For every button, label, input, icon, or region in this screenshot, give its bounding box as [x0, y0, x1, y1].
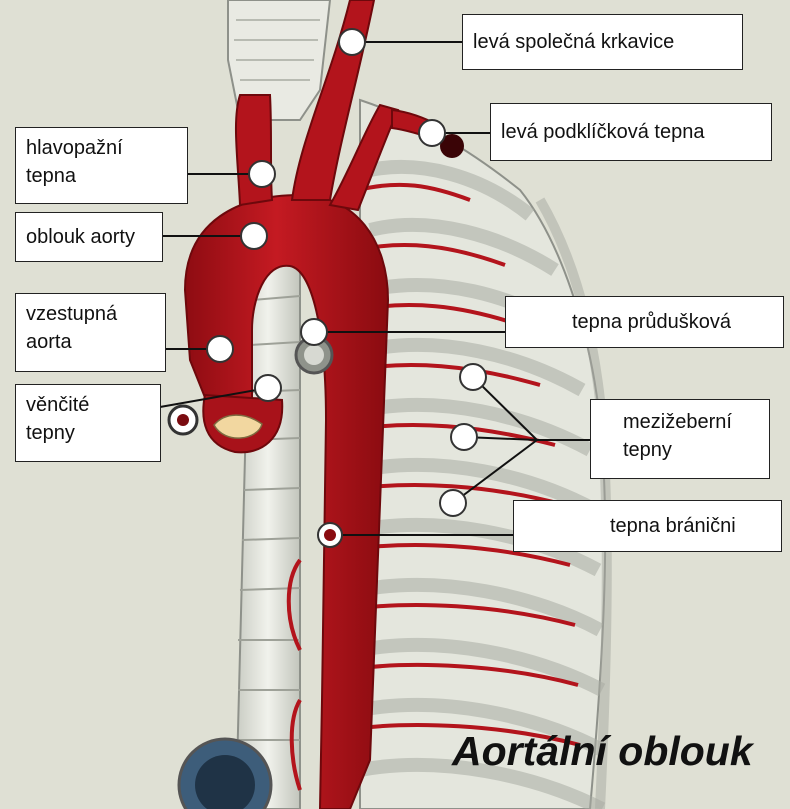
dot-leva-spolecna-krkavice: [339, 29, 365, 55]
dot-branicni: [318, 523, 342, 547]
dot-hlavopazni: [249, 161, 275, 187]
label-text: levá podklíčková tepna: [501, 108, 761, 156]
label-text-line2: tepny: [26, 419, 150, 447]
label-hlavopazni-tepna: hlavopažní tepna: [15, 127, 188, 204]
label-leva-podklickova-tepna: levá podklíčková tepna: [490, 103, 772, 161]
dot-mezizeberni-1: [460, 364, 486, 390]
label-text: levá společná krkavice: [473, 19, 732, 65]
label-tepna-branicni: tepna bránični: [513, 500, 782, 552]
label-vzestupna-aorta: vzestupná aorta: [15, 293, 166, 372]
label-text-line2: tepna: [26, 162, 177, 190]
label-leva-spolecna-krkavice: levá společná krkavice: [462, 14, 743, 70]
dot-vencite: [255, 375, 281, 401]
label-text-line2: tepny: [623, 436, 759, 464]
dot-vzestupna-aorta: [207, 336, 233, 362]
label-text: tepna bránični: [610, 505, 771, 547]
label-text-line1: mezižeberní: [623, 408, 759, 436]
label-text-line2: aorta: [26, 328, 155, 356]
label-oblouk-aorty: oblouk aorty: [15, 212, 163, 262]
dot-mezizeberni-2: [451, 424, 477, 450]
label-vencite-tepny: věnčité tepny: [15, 384, 161, 462]
label-text-line1: hlavopažní: [26, 134, 177, 162]
label-mezizeberni-tepny: mezižeberní tepny: [590, 399, 770, 479]
diagram-title: Aortální oblouk: [452, 728, 753, 775]
label-tepna-pruduskova: tepna průdušková: [505, 296, 784, 348]
coronary-ring: [169, 406, 197, 434]
label-text-line1: věnčité: [26, 391, 150, 419]
dot-leva-podklickova: [419, 120, 445, 146]
rib-cage: [360, 100, 607, 809]
dot-mezizeberni-3: [440, 490, 466, 516]
dot-oblouk-aorty: [241, 223, 267, 249]
label-text: oblouk aorty: [26, 217, 152, 257]
label-text-line1: vzestupná: [26, 300, 155, 328]
label-text: tepna průdušková: [572, 301, 773, 343]
dot-pruduskova: [301, 319, 327, 345]
